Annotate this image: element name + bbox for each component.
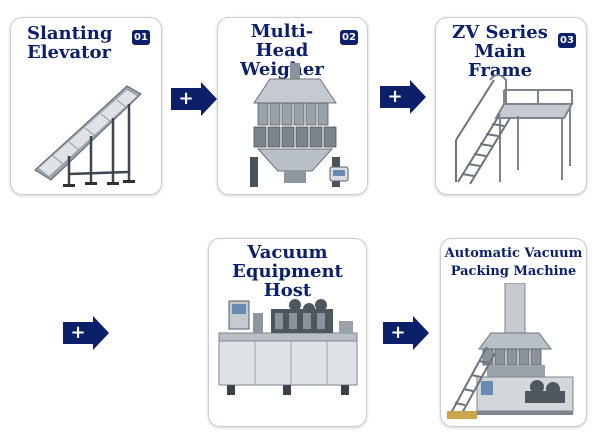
card-title: Vacuum Equipment Host — [209, 242, 366, 301]
step-number-badge: 01 — [132, 30, 150, 45]
title-line-1: Automatic Vacuum — [444, 246, 583, 261]
plus-symbol: + — [70, 322, 85, 343]
plus-symbol: + — [387, 86, 402, 107]
platform-frame-illustration — [455, 74, 574, 185]
plus-arrow-icon: + — [63, 316, 109, 350]
title-line-1: Multi-Head — [250, 21, 314, 61]
plus-symbol: + — [178, 88, 193, 109]
card-title: ZV Series Main Frame — [444, 22, 556, 81]
vacuum-host-illustration — [218, 299, 358, 395]
title-line-1: ZV Series — [452, 22, 548, 43]
plus-arrow-icon: + — [171, 82, 217, 116]
title-line-1: Slanting — [27, 23, 113, 44]
title-line-2: Elevator — [27, 41, 111, 63]
title-line-1: Vacuum — [247, 242, 328, 263]
title-line-2: Weigher — [240, 58, 324, 80]
plus-symbol: + — [390, 322, 405, 343]
packing-machine-illustration — [447, 283, 574, 419]
title-line-2: Equipment Host — [232, 260, 343, 301]
card-zv-series-main-frame: ZV Series Main Frame 03 — [435, 17, 587, 195]
plus-arrow-icon: + — [383, 316, 429, 350]
title-line-2: Main Frame — [467, 40, 533, 81]
card-vacuum-equipment-host: Vacuum Equipment Host — [208, 238, 367, 427]
card-title: Multi-Head Weigher — [226, 21, 338, 80]
multi-head-weigher-illustration — [250, 63, 349, 187]
plus-arrow-icon: + — [380, 80, 426, 114]
card-title: Automatic Vacuum Packing Machine — [441, 245, 586, 280]
title-line-2: Packing Machine — [450, 263, 577, 279]
card-multi-head-weigher: Multi-Head Weigher 02 — [217, 17, 368, 195]
step-number-badge: 02 — [340, 30, 358, 45]
card-automatic-vacuum-packing-machine: Automatic Vacuum Packing Machine — [440, 238, 587, 427]
card-slanting-elevator: Slanting Elevator 01 — [10, 17, 162, 195]
step-number-badge: 03 — [558, 33, 576, 48]
slanting-elevator-illustration — [34, 85, 142, 187]
card-title: Slanting Elevator — [27, 23, 113, 63]
